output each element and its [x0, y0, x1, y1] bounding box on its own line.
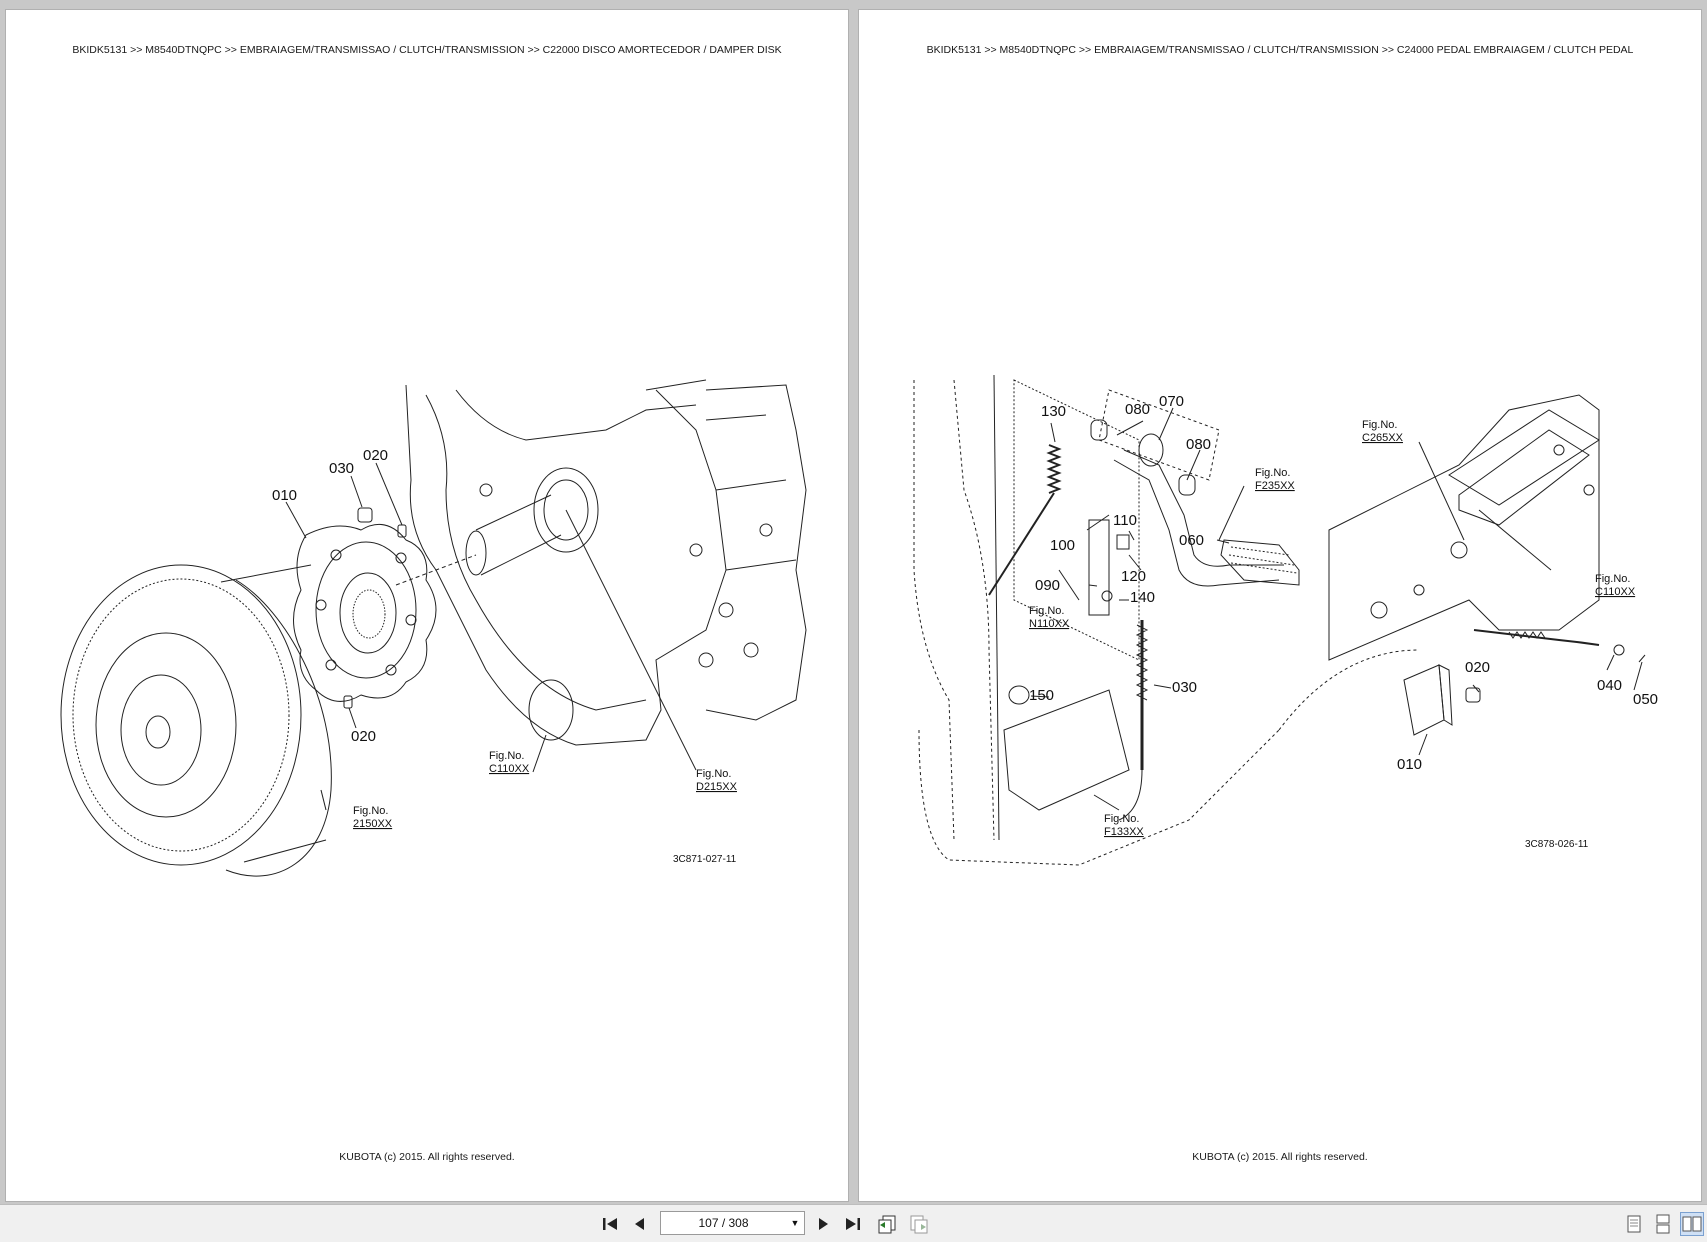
- drawing-code: 3C871-027-11: [673, 854, 737, 865]
- pin-020-bottom: [343, 695, 353, 709]
- fig-ref-label: Fig.No.: [1104, 813, 1139, 825]
- clutch-cable: [1473, 629, 1600, 646]
- flywheel-ring-gear: [72, 578, 290, 852]
- callout-label: 120: [1121, 568, 1146, 585]
- fig-ref-label: Fig.No.: [1029, 605, 1064, 617]
- callout-label: 020: [1465, 659, 1490, 676]
- last-page-button[interactable]: [841, 1212, 865, 1236]
- flywheel-outer: [60, 564, 302, 866]
- housing-outline: [405, 384, 727, 746]
- callout-label: 130: [1041, 403, 1066, 420]
- fig-ref-code: C110XX: [489, 763, 530, 775]
- fig-ref-label: Fig.No.: [696, 768, 731, 780]
- callout-label: 030: [1172, 679, 1197, 696]
- flywheel-hub: [120, 674, 202, 786]
- back-view-icon: [878, 1215, 896, 1234]
- bushing-080-left: [1090, 419, 1108, 441]
- previous-page-button[interactable]: [628, 1212, 652, 1236]
- spring-130: [1046, 444, 1062, 494]
- callout-label: 070: [1159, 393, 1184, 410]
- drawing-code: 3C878-026-11: [1525, 839, 1589, 850]
- single-page-icon: [1627, 1215, 1641, 1233]
- pedal-pad: [1220, 539, 1300, 586]
- dropdown-arrow-icon: ▼: [790, 1218, 800, 1228]
- callout-label: 010: [272, 487, 297, 504]
- callout-label: 140: [1130, 589, 1155, 606]
- page-indicator: 107 / 308: [698, 1216, 749, 1230]
- damper-plate: [293, 523, 437, 702]
- first-page-icon: [603, 1218, 617, 1230]
- callout-label: 030: [329, 460, 354, 477]
- page-left: BKIDK5131 >> M8540DTNQPC >> EMBRAIAGEM/T…: [6, 10, 848, 1201]
- callout-label: 080: [1125, 401, 1150, 418]
- bushing-080-right: [1178, 474, 1196, 496]
- callout-label: 060: [1179, 532, 1204, 549]
- bolt-030: [357, 507, 373, 523]
- callout-label: 100: [1050, 537, 1075, 554]
- next-page-button[interactable]: [811, 1212, 835, 1236]
- page-number-select[interactable]: 107 / 308 ▼: [660, 1211, 805, 1235]
- fig-ref-label: Fig.No.: [1595, 573, 1630, 585]
- input-shaft: [475, 494, 562, 576]
- fig-ref-code: D215XX: [696, 781, 738, 793]
- callout-label: 020: [363, 447, 388, 464]
- first-page-button[interactable]: [598, 1212, 622, 1236]
- callout-label: 150: [1029, 687, 1054, 704]
- page-header: BKIDK5131 >> M8540DTNQPC >> EMBRAIAGEM/T…: [72, 44, 782, 56]
- callout-label: 010: [1397, 756, 1422, 773]
- bracket-090: [1088, 519, 1110, 616]
- continuous-page-icon: [1656, 1214, 1670, 1234]
- go-forward-view-button[interactable]: [907, 1212, 931, 1236]
- fig-ref-label: Fig.No.: [353, 805, 388, 817]
- damper-disk-diagram: 010 030 020 020 Fig.No. C110XX Fig.No. D…: [60, 379, 807, 877]
- forward-view-icon: [910, 1215, 928, 1234]
- last-page-icon: [846, 1218, 860, 1230]
- fig-ref-code: 2150XX: [353, 818, 393, 830]
- navigation-toolbar: 107 / 308 ▼: [0, 1204, 1707, 1242]
- fig-ref-label: Fig.No.: [1362, 419, 1397, 431]
- bearing: [533, 467, 599, 553]
- page-footer: KUBOTA (c) 2015. All rights reserved.: [1192, 1151, 1368, 1163]
- fig-ref-label: Fig.No.: [1255, 467, 1290, 479]
- callout-label: 050: [1633, 691, 1658, 708]
- bracket-010: [1403, 664, 1445, 736]
- cabin-outline: [918, 729, 1280, 866]
- go-back-view-button[interactable]: [875, 1212, 899, 1236]
- callout-label: 090: [1035, 577, 1060, 594]
- pedal-arm: [1113, 459, 1280, 587]
- continuous-view-button[interactable]: [1651, 1212, 1675, 1236]
- fig-ref-code: F133XX: [1104, 826, 1144, 838]
- bracket-150: [1003, 689, 1130, 811]
- page-header: BKIDK5131 >> M8540DTNQPC >> EMBRAIAGEM/T…: [926, 44, 1634, 56]
- flywheel-face: [95, 632, 237, 818]
- fig-ref-code: N110XX: [1029, 618, 1070, 630]
- fig-ref-code: F235XX: [1255, 480, 1295, 492]
- callout-label: 110: [1113, 512, 1137, 529]
- clutch-pedal-diagram: 130 080 070 080 110 100 060 120 090 140 …: [913, 374, 1658, 866]
- callout-label: 040: [1597, 677, 1622, 694]
- fig-ref-code: C110XX: [1595, 586, 1636, 598]
- fig-ref-code: C265XX: [1362, 432, 1404, 444]
- bolt-020: [1465, 687, 1481, 703]
- two-page-icon: [1682, 1216, 1702, 1232]
- two-page-view-button[interactable]: [1680, 1212, 1704, 1236]
- page-footer: KUBOTA (c) 2015. All rights reserved.: [339, 1151, 515, 1163]
- fig-ref-label: Fig.No.: [489, 750, 524, 762]
- callout-label: 020: [351, 728, 376, 745]
- next-page-icon: [819, 1218, 828, 1230]
- single-page-view-button[interactable]: [1622, 1212, 1646, 1236]
- page-right: BKIDK5131 >> M8540DTNQPC >> EMBRAIAGEM/T…: [859, 10, 1701, 1201]
- previous-page-icon: [635, 1218, 644, 1230]
- frame-left: [913, 380, 955, 841]
- callout-label: 080: [1186, 436, 1211, 453]
- group-box-070: [1098, 389, 1220, 481]
- transmission-housing: [1328, 394, 1600, 661]
- document-viewer[interactable]: BKIDK5131 >> M8540DTNQPC >> EMBRAIAGEM/T…: [0, 0, 1707, 1204]
